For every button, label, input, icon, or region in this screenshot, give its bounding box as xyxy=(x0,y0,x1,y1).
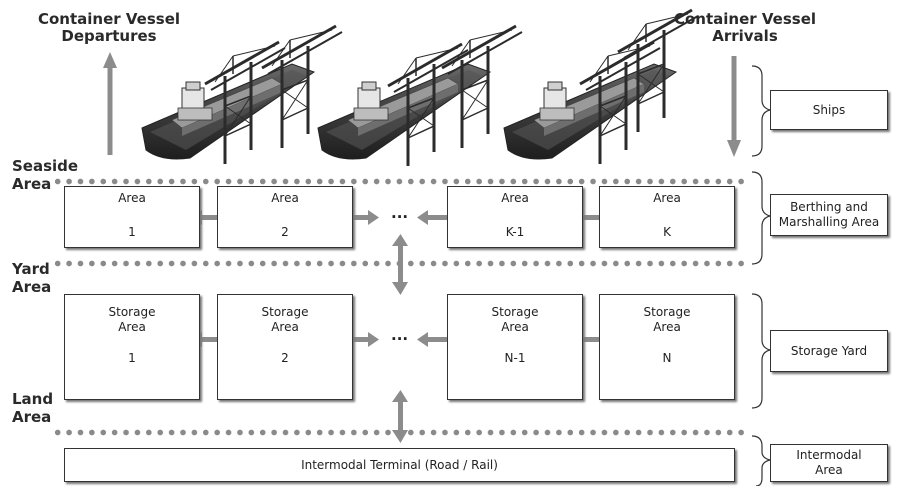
land-area-label: Land Area xyxy=(12,390,54,426)
seaside-divider xyxy=(52,178,744,185)
storage-area-2: Storage Area 2 xyxy=(217,294,353,400)
departures-heading: Container Vessel Departures xyxy=(37,10,181,45)
storage-area-title: Storage Area xyxy=(108,305,156,334)
berth-area-title: Area xyxy=(653,191,681,205)
berth-area-number: K xyxy=(663,225,671,239)
berth-area-title: Area xyxy=(501,191,529,205)
berthing-label: Berthing and Marshalling Area xyxy=(778,200,880,229)
brace-icon xyxy=(751,65,771,157)
berth-area-number: 1 xyxy=(128,225,136,239)
storage-area-number: 1 xyxy=(128,351,136,365)
berthing-label-box: Berthing and Marshalling Area xyxy=(770,194,888,236)
yard-divider xyxy=(52,260,744,267)
departure-arrow-icon xyxy=(103,52,117,155)
berth-area-title: Area xyxy=(271,191,299,205)
storage-area-n: Storage Area N xyxy=(599,294,735,400)
ships-label: Ships xyxy=(812,102,846,117)
storage-area-n-1: Storage Area N-1 xyxy=(447,294,583,400)
arrivals-heading: Container Vessel Arrivals xyxy=(673,10,817,45)
storage-area-1: Storage Area 1 xyxy=(64,294,200,400)
seaside-area-label: Seaside Area xyxy=(12,157,79,193)
ships-label-box: Ships xyxy=(770,90,888,130)
land-divider xyxy=(52,429,744,436)
intermodal-terminal-label: Intermodal Terminal (Road / Rail) xyxy=(301,457,498,472)
berth-area-1: Area 1 xyxy=(64,186,200,248)
berth-area-number: 2 xyxy=(281,225,289,239)
brace-icons xyxy=(751,65,771,486)
storage-area-number: 2 xyxy=(281,351,289,365)
ship-group-2 xyxy=(317,24,524,168)
brace-icon xyxy=(751,435,771,486)
ship-icon xyxy=(141,63,315,160)
berth-area-k-1: Area K-1 xyxy=(447,186,583,248)
storage-area-title: Storage Area xyxy=(491,305,539,334)
storage-area-number: N-1 xyxy=(504,351,526,365)
intermodal-area-label: Intermodal Area xyxy=(796,448,862,477)
storage-area-title: Storage Area xyxy=(643,305,691,334)
brace-icon xyxy=(751,293,771,409)
ship-group-1 xyxy=(141,24,344,166)
berth-area-k: Area K xyxy=(599,186,735,248)
brace-icon xyxy=(751,171,771,265)
berth-ellipsis: ... xyxy=(391,204,409,222)
arrival-arrow-icon xyxy=(727,56,741,157)
intermodal-area-label-box: Intermodal Area xyxy=(770,444,888,482)
storage-yard-label-box: Storage Yard xyxy=(770,330,888,372)
berth-area-title: Area xyxy=(118,191,146,205)
storage-ellipsis: ... xyxy=(391,326,409,344)
berth-area-2: Area 2 xyxy=(217,186,353,248)
intermodal-terminal-box: Intermodal Terminal (Road / Rail) xyxy=(64,448,735,482)
storage-yard-label: Storage Yard xyxy=(790,343,868,358)
yard-area-label: Yard Area xyxy=(12,260,52,296)
storage-area-title: Storage Area xyxy=(261,305,309,334)
berth-area-number: K-1 xyxy=(505,225,525,239)
storage-area-number: N xyxy=(662,351,672,365)
